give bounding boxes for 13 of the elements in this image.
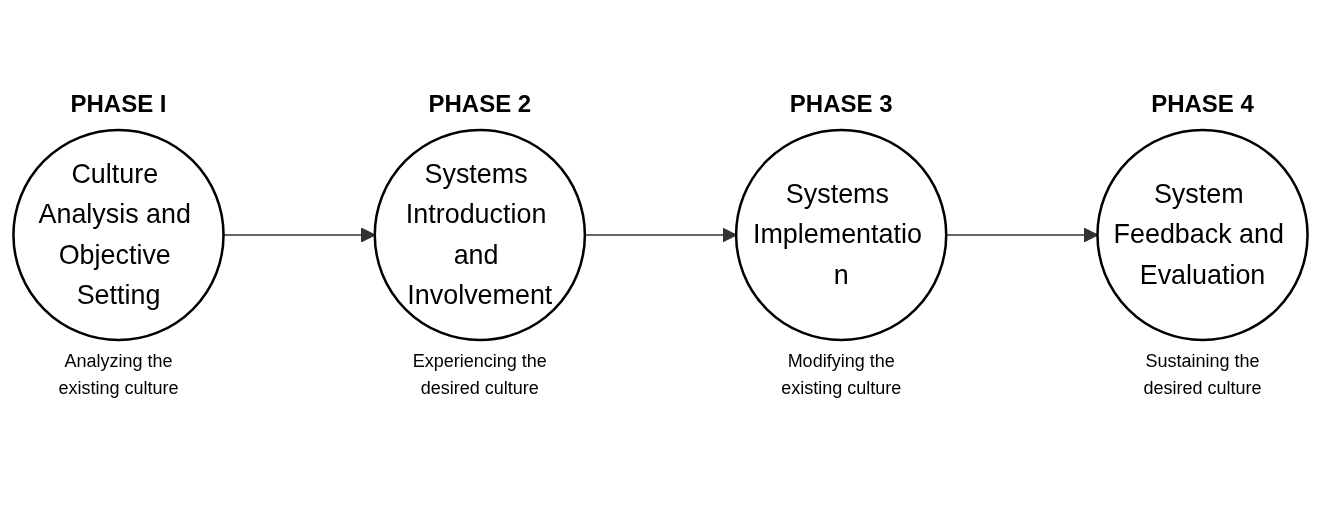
node-circle: Systems Implementatio n (734, 128, 948, 342)
phase-heading: PHASE I (70, 89, 167, 118)
arrow (584, 227, 737, 243)
phase-caption: Sustaining the desired culture (1142, 350, 1263, 401)
node-circle: Systems Introduction and Involvement (373, 128, 587, 342)
node-circle: System Feedback and Evaluation (1096, 128, 1309, 342)
phase-caption: Analyzing the existing culture (57, 350, 180, 401)
phase-caption: Experiencing the desired culture (411, 350, 548, 401)
node-circle: Culture Analysis and Objective Setting (12, 128, 225, 342)
phase-heading: PHASE 2 (428, 89, 532, 118)
phase-heading: PHASE 4 (1151, 89, 1254, 118)
phase-heading: PHASE 3 (789, 89, 893, 118)
phase-caption: Modifying the existing culture (780, 350, 903, 401)
